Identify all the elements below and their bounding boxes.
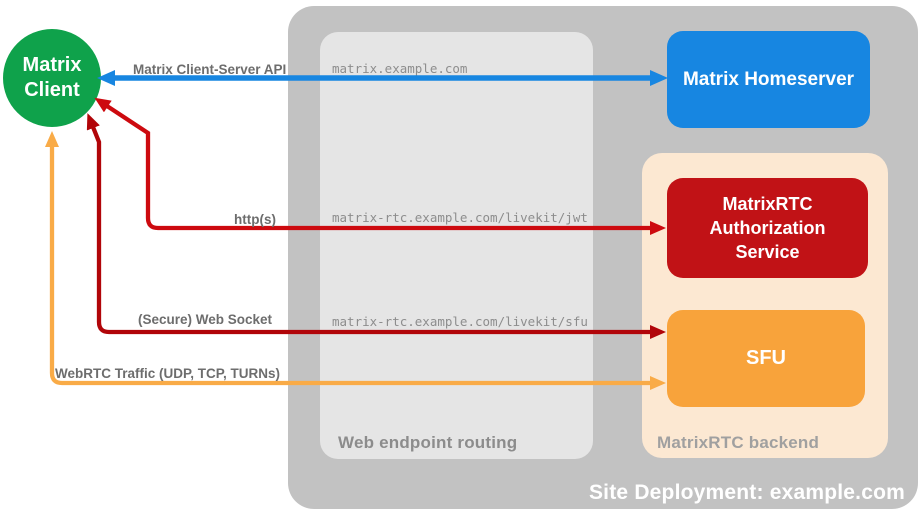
endpoint-matrix-example-com: matrix.example.com (332, 61, 468, 76)
sfu-node: SFU (667, 310, 865, 407)
https-label: http(s) (234, 212, 276, 227)
web-endpoint-routing-label: Web endpoint routing (338, 433, 518, 452)
endpoint-livekit-jwt: matrix-rtc.example.com/livekit/jwt (332, 210, 588, 225)
client-server-api-label: Matrix Client-Server API (133, 62, 287, 77)
matrix-client-node: Matrix Client (3, 29, 101, 127)
matrixrtc-authorization-service-node: MatrixRTC Authorization Service (667, 178, 868, 278)
matrixrtc-backend-label: MatrixRTC backend (657, 433, 820, 452)
webrtc-traffic-label: WebRTC Traffic (UDP, TCP, TURNs) (55, 366, 281, 381)
site-deployment-label: Site Deployment: example.com (588, 481, 905, 504)
matrix-homeserver-node: Matrix Homeserver (667, 31, 870, 128)
websocket-label: (Secure) Web Socket (137, 312, 273, 327)
endpoint-livekit-sfu: matrix-rtc.example.com/livekit/sfu (332, 314, 588, 329)
web-endpoint-routing-box (320, 32, 593, 459)
